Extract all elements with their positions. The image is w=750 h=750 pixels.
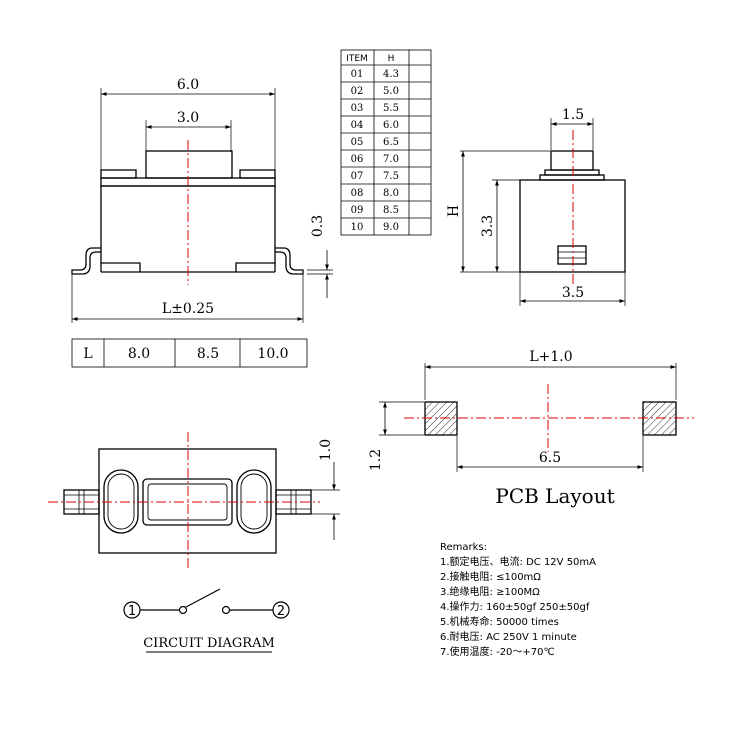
pcb-title: PCB Layout [495, 484, 614, 508]
terminal-2-label: 2 [277, 604, 285, 619]
table-row-item: 02 [351, 86, 364, 97]
dim-total-height-label: H [446, 205, 462, 217]
front-lead-left [71, 247, 101, 275]
dim-lead-width-label: 1.0 [318, 439, 334, 461]
table-row-h: 4.3 [383, 69, 399, 80]
remarks: Remarks: 1.额定电压、电流: DC 12V 50mA 2.接触电阻: … [440, 542, 596, 658]
dim-width-label: 6.0 [177, 77, 199, 93]
length-table-value: 8.0 [128, 346, 150, 362]
remarks-title: Remarks: [440, 542, 487, 553]
circuit-title: CIRCUIT DIAGRAM [143, 636, 275, 651]
remark-item: 6.耐电压: AC 250V 1 minute [440, 630, 577, 643]
dim-pcb-length-label: L+1.0 [529, 349, 572, 365]
dim-body-height-label: 3.3 [480, 215, 496, 237]
remark-item: 3.绝缘电阻: ≥100MΩ [440, 585, 540, 598]
switch-contact-right [221, 605, 231, 615]
side-lead [557, 245, 587, 265]
terminal-1-label: 1 [128, 604, 136, 619]
dim-pcb-spacing-label: 6.5 [539, 450, 561, 466]
table-row-h: 7.0 [383, 154, 399, 165]
table-row-h: 7.5 [383, 171, 399, 182]
remark-item: 5.机械寿命: 50000 times [440, 615, 559, 628]
side-button [550, 150, 594, 171]
dim-depth-label: 3.5 [562, 285, 584, 301]
table-row-item: 05 [351, 137, 364, 148]
height-table [340, 49, 432, 236]
dim-length-label: L±0.25 [162, 301, 214, 317]
table-rows: 01 4.3 02 5.0 03 5.5 04 6.0 05 6.5 06 7.… [351, 69, 399, 233]
dim-pcb-pad-label: 1.2 [368, 449, 384, 471]
top-lead-right [275, 489, 312, 515]
table-row-item: 07 [351, 171, 364, 182]
table-row-h: 8.5 [383, 205, 399, 216]
table-row-h: 5.0 [383, 86, 399, 97]
circuit-diagram [123, 588, 290, 653]
table-header-h: H [388, 54, 395, 64]
table-row-h: 5.5 [383, 103, 399, 114]
table-row-h: 9.0 [383, 222, 399, 233]
table-row-item: 09 [351, 205, 364, 216]
remark-item: 1.额定电压、电流: DC 12V 50mA [440, 555, 596, 568]
length-table [71, 338, 308, 368]
length-table-value: 8.5 [197, 346, 219, 362]
table-row-h: 6.5 [383, 137, 399, 148]
table-row-h: 8.0 [383, 188, 399, 199]
table-row-h: 6.0 [383, 120, 399, 131]
remark-item: 4.操作力: 160±50gf 250±50gf [440, 600, 590, 613]
table-row-item: 04 [351, 120, 364, 131]
remark-item: 2.接触电阻: ≤100mΩ [440, 570, 541, 583]
dim-lead-height-label: 0.3 [310, 215, 326, 237]
length-table-value: 10.0 [257, 346, 288, 362]
front-button [145, 150, 233, 179]
front-view [71, 88, 333, 323]
table-row-item: 08 [351, 188, 364, 199]
length-table-label: L [83, 346, 92, 362]
dim-side-button-label: 1.5 [562, 107, 584, 123]
table-row-item: 06 [351, 154, 364, 165]
table-row-item: 03 [351, 103, 364, 114]
table-row-item: 01 [351, 69, 364, 80]
switch-contact-left [178, 605, 188, 615]
terminal-2 [272, 601, 290, 619]
dim-button-label: 3.0 [177, 110, 199, 126]
front-lead-right [275, 247, 304, 275]
table-row-item: 10 [351, 222, 364, 233]
table-header-item: ITEM [346, 54, 368, 64]
side-view [460, 118, 626, 306]
remark-item: 7.使用温度: -20～+70℃ [440, 645, 555, 658]
switch-lever [185, 588, 221, 608]
top-view [63, 448, 340, 554]
